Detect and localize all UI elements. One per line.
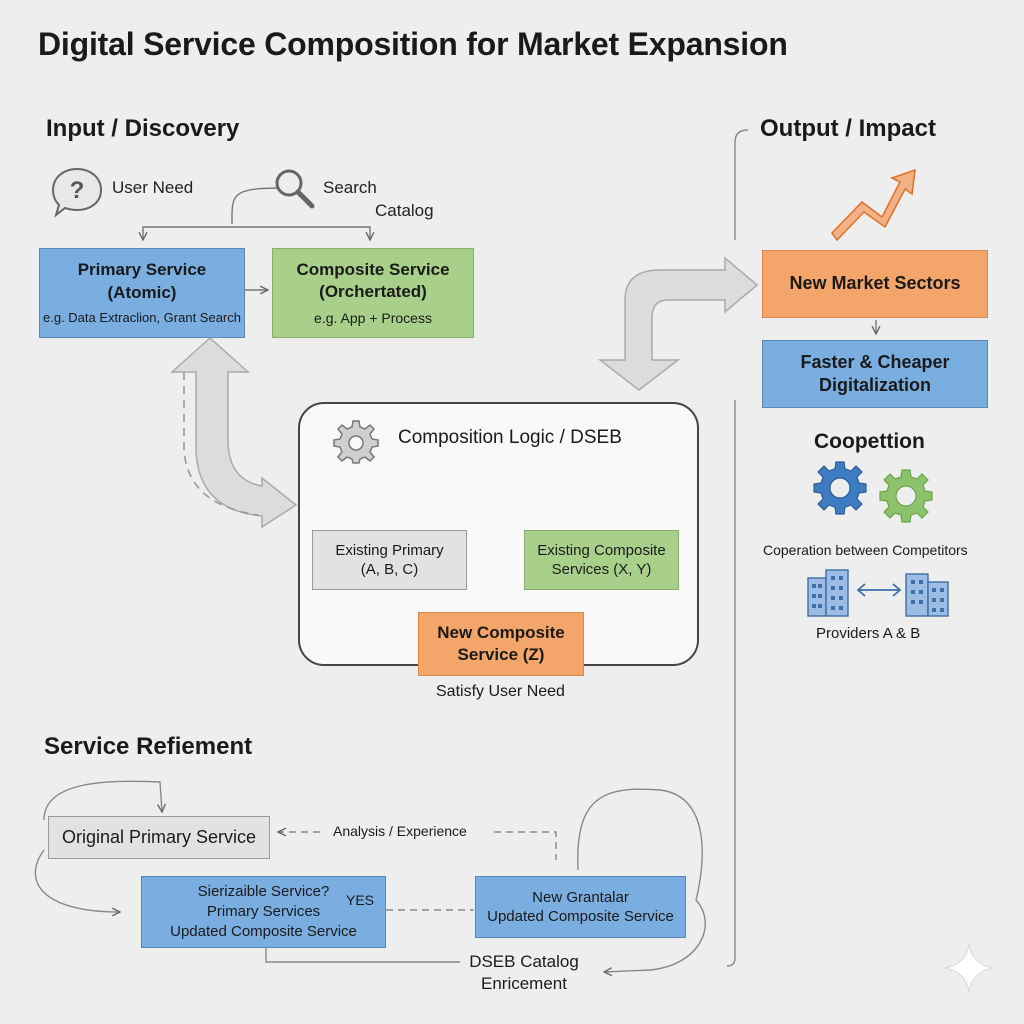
primary-service-box: Primary Service (Atomic) e.g. Data Extra… [39,248,245,338]
original-primary-box: Original Primary Service [48,816,270,859]
output-divider [734,129,749,240]
need-to-services-connector [143,226,370,240]
original-loop [43,780,162,821]
serializable-line1: Sierizaible Service? [197,882,330,900]
refinement-heading: Service Refiement [44,733,253,760]
composite-service-title: Composite Service [296,259,450,279]
building-icon [807,569,849,617]
composition-logic-title: Composition Logic / DSEB [398,427,622,448]
existing-primary-line1: Existing Primary [335,541,444,559]
magnifier-icon [272,166,316,210]
user-need-label: User Need [112,178,194,197]
existing-composite-line2: Services (X, Y) [551,561,652,578]
existing-primary-line2: (A, B, C) [360,561,419,578]
primary-service-title: Primary Service [77,260,207,280]
analysis-dashed-line [494,831,557,860]
composite-service-example: e.g. App + Process [314,310,432,326]
output-divider-lower [726,400,736,967]
serializable-to-catalog-line [265,948,460,963]
catalog-enrichment-line2: Enricement [481,974,567,994]
existing-composite-box: Existing Composite Services (X, Y) [524,530,679,590]
double-arrow-icon [856,583,902,597]
faster-digitalization-line2: Digitalization [819,375,931,395]
existing-composite-line1: Existing Composite [537,541,666,559]
catalog-enrichment-loop [577,788,706,972]
new-composite-line2: Service (Z) [457,645,545,664]
faster-digitalization-box: Faster & Cheaper Digitalization [762,340,988,408]
new-composite-box: New Composite Service (Z) [418,612,584,676]
composite-service-subtitle: (Orchertated) [319,281,427,301]
primary-service-subtitle: (Atomic) [107,282,177,302]
building-icon [905,573,949,617]
input-heading: Input / Discovery [46,115,240,142]
feedback-dashed-line [183,372,259,516]
providers-label: Providers A & B [816,625,921,642]
output-heading: Output / Impact [760,115,936,142]
search-connector [231,187,291,224]
new-grant-box: New Grantalar Updated Composite Service [475,876,686,938]
original-primary-label: Original Primary Service [61,826,257,847]
yes-label: YES [346,892,375,908]
serializable-line3: Updated Composite Service [170,923,357,941]
new-market-sectors-box: New Market Sectors [762,250,988,318]
new-composite-line1: New Composite [437,622,565,642]
primary-service-example: e.g. Data Extraclion, Grant Search [43,309,241,325]
existing-primary-box: Existing Primary (A, B, C) [312,530,467,590]
faster-digitalization-line1: Faster & Cheaper [800,351,950,372]
new-market-sectors-label: New Market Sectors [789,273,961,294]
impact-arrow [597,256,759,391]
new-grant-line2: Updated Composite Service [487,908,674,925]
cooperation-label: Coperation between Competitors [763,542,968,558]
catalog-label: Catalog [375,201,434,220]
sparkle-icon [944,943,994,993]
serializable-line2: Primary Services [206,902,321,920]
analysis-label: Analysis / Experience [333,823,467,839]
catalog-enrichment-label: DSEB Catalog Enricement [464,951,584,995]
search-label: Search [323,178,377,197]
catalog-enrichment-line1: DSEB Catalog [469,952,579,971]
svg-text:?: ? [70,177,85,204]
gear-icon [333,418,379,464]
feedback-arrow [170,336,298,529]
providers-icon-group [804,566,952,618]
composite-service-box: Composite Service (Orchertated) e.g. App… [272,248,474,338]
trend-arrow-icon [830,168,916,242]
speech-bubble-question-icon: ? [50,166,104,218]
original-to-serializable-loop [34,849,120,912]
serializable-service-box: Sierizaible Service? Primary Services Up… [141,876,386,948]
gears-icon [808,460,940,532]
page-title: Digital Service Composition for Market E… [38,26,788,62]
satisfy-user-need-label: Satisfy User Need [436,683,565,700]
coopetition-heading: Coopettion [814,430,925,453]
new-grant-line1: New Grantalar [532,888,629,906]
